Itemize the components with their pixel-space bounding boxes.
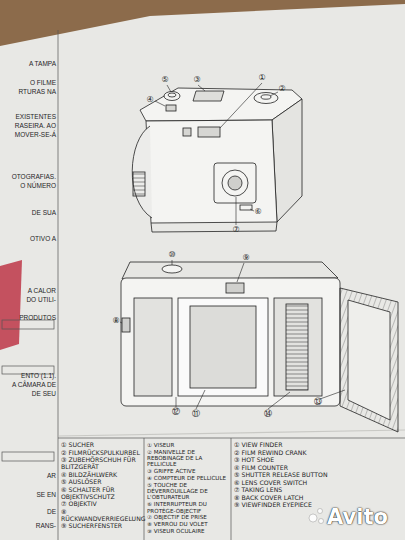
part-name: ① VISEUR [147,442,229,448]
part-name: ③ ZUBEHÖRSCHUH FÜR BLITZGERÄT [61,457,141,471]
part-name: ③ GRIFFE ACTIVE [147,468,229,474]
text-fragment: DE [47,508,56,515]
text-fragment: O FILME [30,79,56,86]
callout-number: ⑬ [314,397,322,406]
part-name: ⑨ SUCHERFENSTER [61,523,141,530]
part-name: ⑦ OBJECTIF DE PRISE [147,514,229,520]
callout-number: ⑪ [192,409,200,418]
red-object [0,260,22,350]
text-fragment: AR [47,472,56,479]
text-fragment: DE SEU [32,390,56,397]
text-fragment: OTOGRAFIAS. [12,173,56,180]
camera-back-view [121,262,398,432]
text-fragment: ENTO (1.1). [21,372,56,379]
part-name: ⑨ VISEUR OCULAIRE [147,528,229,534]
text-fragment: A TAMPA [29,60,56,67]
callout-number: ⑥ [254,207,261,216]
camera-front-view [132,88,302,232]
text-fragment: A CÂMARA DE [12,381,56,388]
callout-number: ⑩ [168,250,175,259]
part-name: ④ BILDZÄHLWERK [61,472,141,479]
part-name: ⑤ AUSLÖSER [61,479,141,486]
text-fragment: A CALOR [28,287,56,294]
callout-number: ⑤ [161,75,168,84]
text-fragment: EXISTENTES [16,113,56,120]
part-name: ① VIEW FINDER [234,442,344,449]
part-name: ② FILMRÜCKSPULKURBEL [61,450,141,457]
part-name: ⑥ INTERRUPTEUR DU PROTÈGE-OBJECTIF [147,501,229,514]
callout-number: ① [258,73,265,82]
callout-number: ⑦ [232,225,239,234]
callout-number: ② [278,84,285,93]
part-name: ⑧ RÜCKWANDVERRIEGELUNG [61,509,141,523]
text-fragment: OTIVO A [30,235,56,242]
part-name: ⑧ BACK COVER LATCH [234,495,344,502]
column-rules [2,30,405,540]
text-fragment: RTURAS NA [19,88,56,95]
part-name: ② FILM REWIND CRANK [234,450,344,457]
part-name: ② MANIVELLE DE REBOBINAGE DE LA PELLICUL… [147,449,229,468]
text-fragment: DO UTILI- [26,296,56,303]
callout-number: ⑫ [172,407,180,416]
part-name: ④ COMPTEUR DE PELLICULE [147,475,229,481]
wood-table [0,0,405,46]
callout-number: ⑧ [112,316,119,325]
part-name: ⑥ SCHALTER FÜR OBJEKTIVSCHUTZ [61,487,141,501]
leader-lines [120,260,345,409]
text-fragment: MOVER-SE-Á [15,131,56,138]
callout-number: ⑭ [264,409,272,418]
part-name: ⑦ OBJEKTIV [61,501,141,508]
part-name: ⑧ VERROU DU VOLET [147,521,229,527]
part-name: ⑤ TOUCHE DE DÉVERROUILLAGE DE L'OBTURATE… [147,482,229,501]
part-name: ④ FILM COUNTER [234,465,344,472]
watermark-icon [309,509,324,524]
part-name: ① SUCHER [61,442,141,449]
text-fragment: RANS- [36,522,56,529]
text-fragment: DE SUA [32,209,56,216]
part-name: ⑤ SHUTTER RELEASE BUTTON [234,472,344,479]
paper-fold [59,430,405,436]
part-name: ③ HOT SHOE [234,457,344,464]
leader-lines [155,83,278,225]
text-fragment: O NÚMERO [20,182,56,189]
part-name: ⑦ TAKING LENS [234,487,344,494]
text-fragment: PRODUTOS [19,314,56,321]
text-fragment: RASEIRA. AO [15,122,56,129]
part-name: ⑥ LENS COVER SWITCH [234,480,344,487]
watermark: Avito [327,505,388,529]
text-fragment: SE EN [36,491,56,498]
callout-number: ③ [193,75,200,84]
callout-number: ④ [146,95,153,104]
callout-number: ⑨ [242,253,249,262]
